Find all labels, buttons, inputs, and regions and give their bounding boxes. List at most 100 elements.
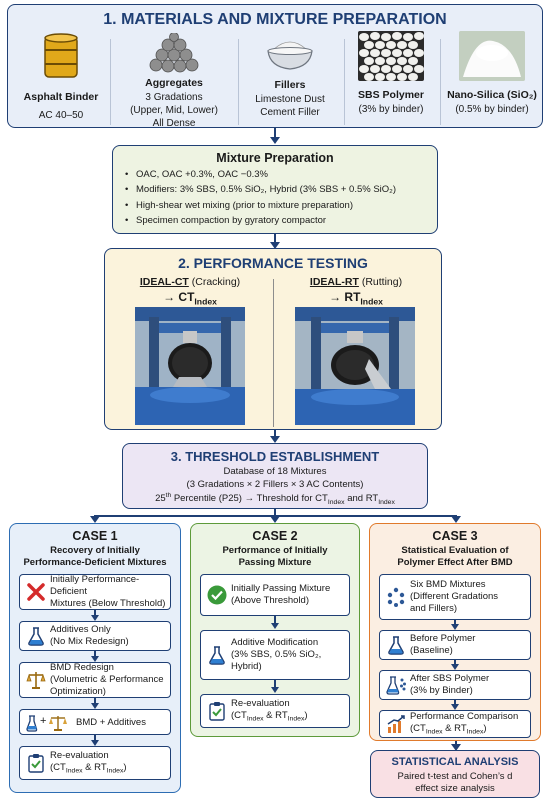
flow-arrow	[274, 128, 276, 138]
mixture-bullet: Modifiers: 3% SBS, 0.5% SiO₂, Hybrid (3%…	[125, 184, 431, 197]
nano-silica-dose: (0.5% by binder)	[455, 103, 529, 115]
case3-comparison-indices: (CTIndex & RTIndex)	[410, 722, 487, 736]
flask-pellets-icon	[386, 675, 406, 695]
case2-step-additive-modification: Additive Modification(3% SBS, 0.5% SiO₂,…	[200, 630, 350, 680]
cross-icon	[26, 582, 46, 602]
threshold-panel: 3. THRESHOLD ESTABLISHMENT Database of 1…	[122, 443, 428, 509]
case3-title: CASE 3	[432, 529, 478, 543]
ideal-ct-header: IDEAL-CT (Cracking)	[115, 276, 265, 288]
flow-arrow	[455, 741, 457, 746]
mixture-bullet: OAC, OAC +0.3%, OAC −0.3%	[125, 169, 431, 182]
flow-arrow-head	[270, 436, 280, 443]
rt-index-output: → RTIndex	[281, 290, 431, 306]
section1-title: 1. MATERIALS AND MIXTURE PREPARATION	[103, 11, 447, 28]
aggregates-line1: 3 Gradations	[145, 91, 203, 103]
flask-plus-scale-icon: +	[26, 713, 74, 733]
case1-subtitle2: Performance-Deficient Mixtures	[23, 557, 167, 568]
divider	[440, 39, 441, 125]
case1-step-reevaluation: Re-evaluation (CTIndex & RTIndex)	[19, 746, 171, 780]
nano-silica-item: Nano-Silica (SiO₂) (0.5% by binder)	[442, 31, 542, 116]
performance-testing-panel: 2. PERFORMANCE TESTING IDEAL-CT (Crackin…	[104, 248, 442, 430]
aggregates-line3: All Dense	[152, 117, 196, 129]
flask-icon	[207, 645, 227, 665]
case3-step-performance-comparison: Performance Comparison (CTIndex & RTInde…	[379, 710, 531, 738]
case1-step4-text: BMD + Additives	[76, 717, 146, 728]
ideal-ct-name: IDEAL-CT	[139, 276, 189, 288]
ideal-rt-name: IDEAL-RT	[309, 276, 359, 288]
fillers-name: Fillers	[274, 79, 306, 91]
flow-arrow	[274, 234, 276, 243]
ct-output-label: → CT	[163, 290, 195, 304]
divider	[110, 39, 111, 125]
ideal-ct-desc: (Cracking)	[188, 276, 241, 288]
nano-silica-powder-image	[459, 31, 525, 81]
case2-step-passing: Initially Passing Mixture(Above Threshol…	[200, 574, 350, 616]
case1-title: CASE 1	[72, 529, 118, 543]
mixture-bullet: High-shear wet mixing (prior to mixture …	[125, 200, 431, 213]
aggregates-icon	[149, 32, 199, 73]
check-circle-icon	[207, 585, 227, 605]
case1-reeval-indices: (CTIndex & RTIndex)	[50, 761, 127, 775]
fillers-line1: Limestone Dust	[255, 93, 325, 105]
mixture-preparation-panel: Mixture Preparation OAC, OAC +0.3%, OAC …	[112, 145, 438, 234]
bar-chart-trend-icon	[386, 714, 406, 734]
case1-step-bmd-redesign: BMD Redesign(Volumetric & Performance Op…	[19, 662, 171, 698]
clipboard-check-icon	[26, 753, 46, 773]
case3-panel: CASE 3 Statistical Evaluation of Polymer…	[369, 523, 541, 741]
stats-line2: effect size analysis	[415, 783, 495, 794]
case3-step-before-polymer: Before Polymer(Baseline)	[379, 630, 531, 660]
case2-panel: CASE 2 Performance of Initially Passing …	[190, 523, 360, 737]
stats-line1: Paired t-test and Cohen’s d	[397, 771, 513, 782]
aggregates-item: Aggregates 3 Gradations (Upper, Mid, Low…	[116, 32, 232, 130]
mixture-title: Mixture Preparation	[216, 151, 334, 165]
clipboard-check-icon	[207, 701, 227, 721]
aggregates-line2: (Upper, Mid, Lower)	[130, 104, 218, 116]
rt-output-sub: Index	[360, 296, 383, 307]
case2-title: CASE 2	[252, 529, 298, 543]
statistical-analysis-panel: STATISTICAL ANALYSIS Paired t-test and C…	[370, 750, 540, 798]
ct-output-sub: Index	[194, 296, 217, 307]
fillers-item: Fillers Limestone Dust Cement Filler	[242, 33, 338, 119]
flow-arrow-head	[270, 242, 280, 249]
case1-panel: CASE 1 Recovery of Initially Performance…	[9, 523, 181, 793]
flow-arrow	[274, 509, 276, 516]
case2-subtitle1: Performance of Initially	[222, 545, 328, 556]
balance-scale-icon	[26, 670, 46, 690]
threshold-line2: (3 Gradations × 2 Fillers × 3 AC Content…	[186, 479, 364, 490]
case2-step-reevaluation: Re-evaluation (CTIndex & RTIndex)	[200, 694, 350, 728]
sbs-polymer-item: SBS Polymer (3% by binder)	[346, 31, 436, 116]
flow-arrow-head	[90, 516, 100, 523]
threshold-line3: 25th Percentile (P25) → Threshold for CT…	[155, 492, 395, 507]
ct-index-output: → CTIndex	[115, 290, 265, 306]
section3-title: 3. THRESHOLD ESTABLISHMENT	[170, 449, 380, 464]
ideal-rt-desc: (Rutting)	[358, 276, 403, 288]
filler-bowl-icon	[267, 41, 313, 70]
sbs-pellets-image	[358, 31, 424, 81]
case2-reeval-indices: (CTIndex & RTIndex)	[231, 709, 308, 723]
case1-step-bmd-additives: + BMD + Additives	[19, 709, 171, 735]
case2-subtitle2: Passing Mixture	[238, 557, 312, 568]
ideal-rt-header: IDEAL-RT (Rutting)	[281, 276, 431, 288]
flow-arrow-head	[451, 516, 461, 523]
ideal-rt-photo	[295, 307, 415, 425]
divider	[238, 39, 239, 125]
flask-icon	[26, 626, 46, 646]
binder-grade: AC 40–50	[38, 109, 84, 121]
case1-subtitle1: Recovery of Initially	[50, 545, 140, 556]
rt-output-label: → RT	[329, 290, 361, 304]
ideal-ct-photo	[135, 307, 245, 425]
flow-arrow-head	[270, 516, 280, 523]
flow-arrow-head	[270, 137, 280, 144]
mixture-bullet: Specimen compaction by gyratory compacto…	[125, 215, 431, 228]
threshold-line1: Database of 18 Mixtures	[223, 466, 327, 477]
plus-sign: +	[40, 715, 47, 727]
stats-title: STATISTICAL ANALYSIS	[391, 756, 519, 768]
sbs-name: SBS Polymer	[358, 89, 424, 101]
fillers-line2: Cement Filler	[260, 106, 320, 118]
aggregates-name: Aggregates	[145, 77, 203, 89]
sbs-dose: (3% by binder)	[358, 103, 424, 115]
binder-barrel-icon	[44, 33, 78, 78]
nano-silica-name: Nano-Silica (SiO₂)	[447, 89, 537, 101]
